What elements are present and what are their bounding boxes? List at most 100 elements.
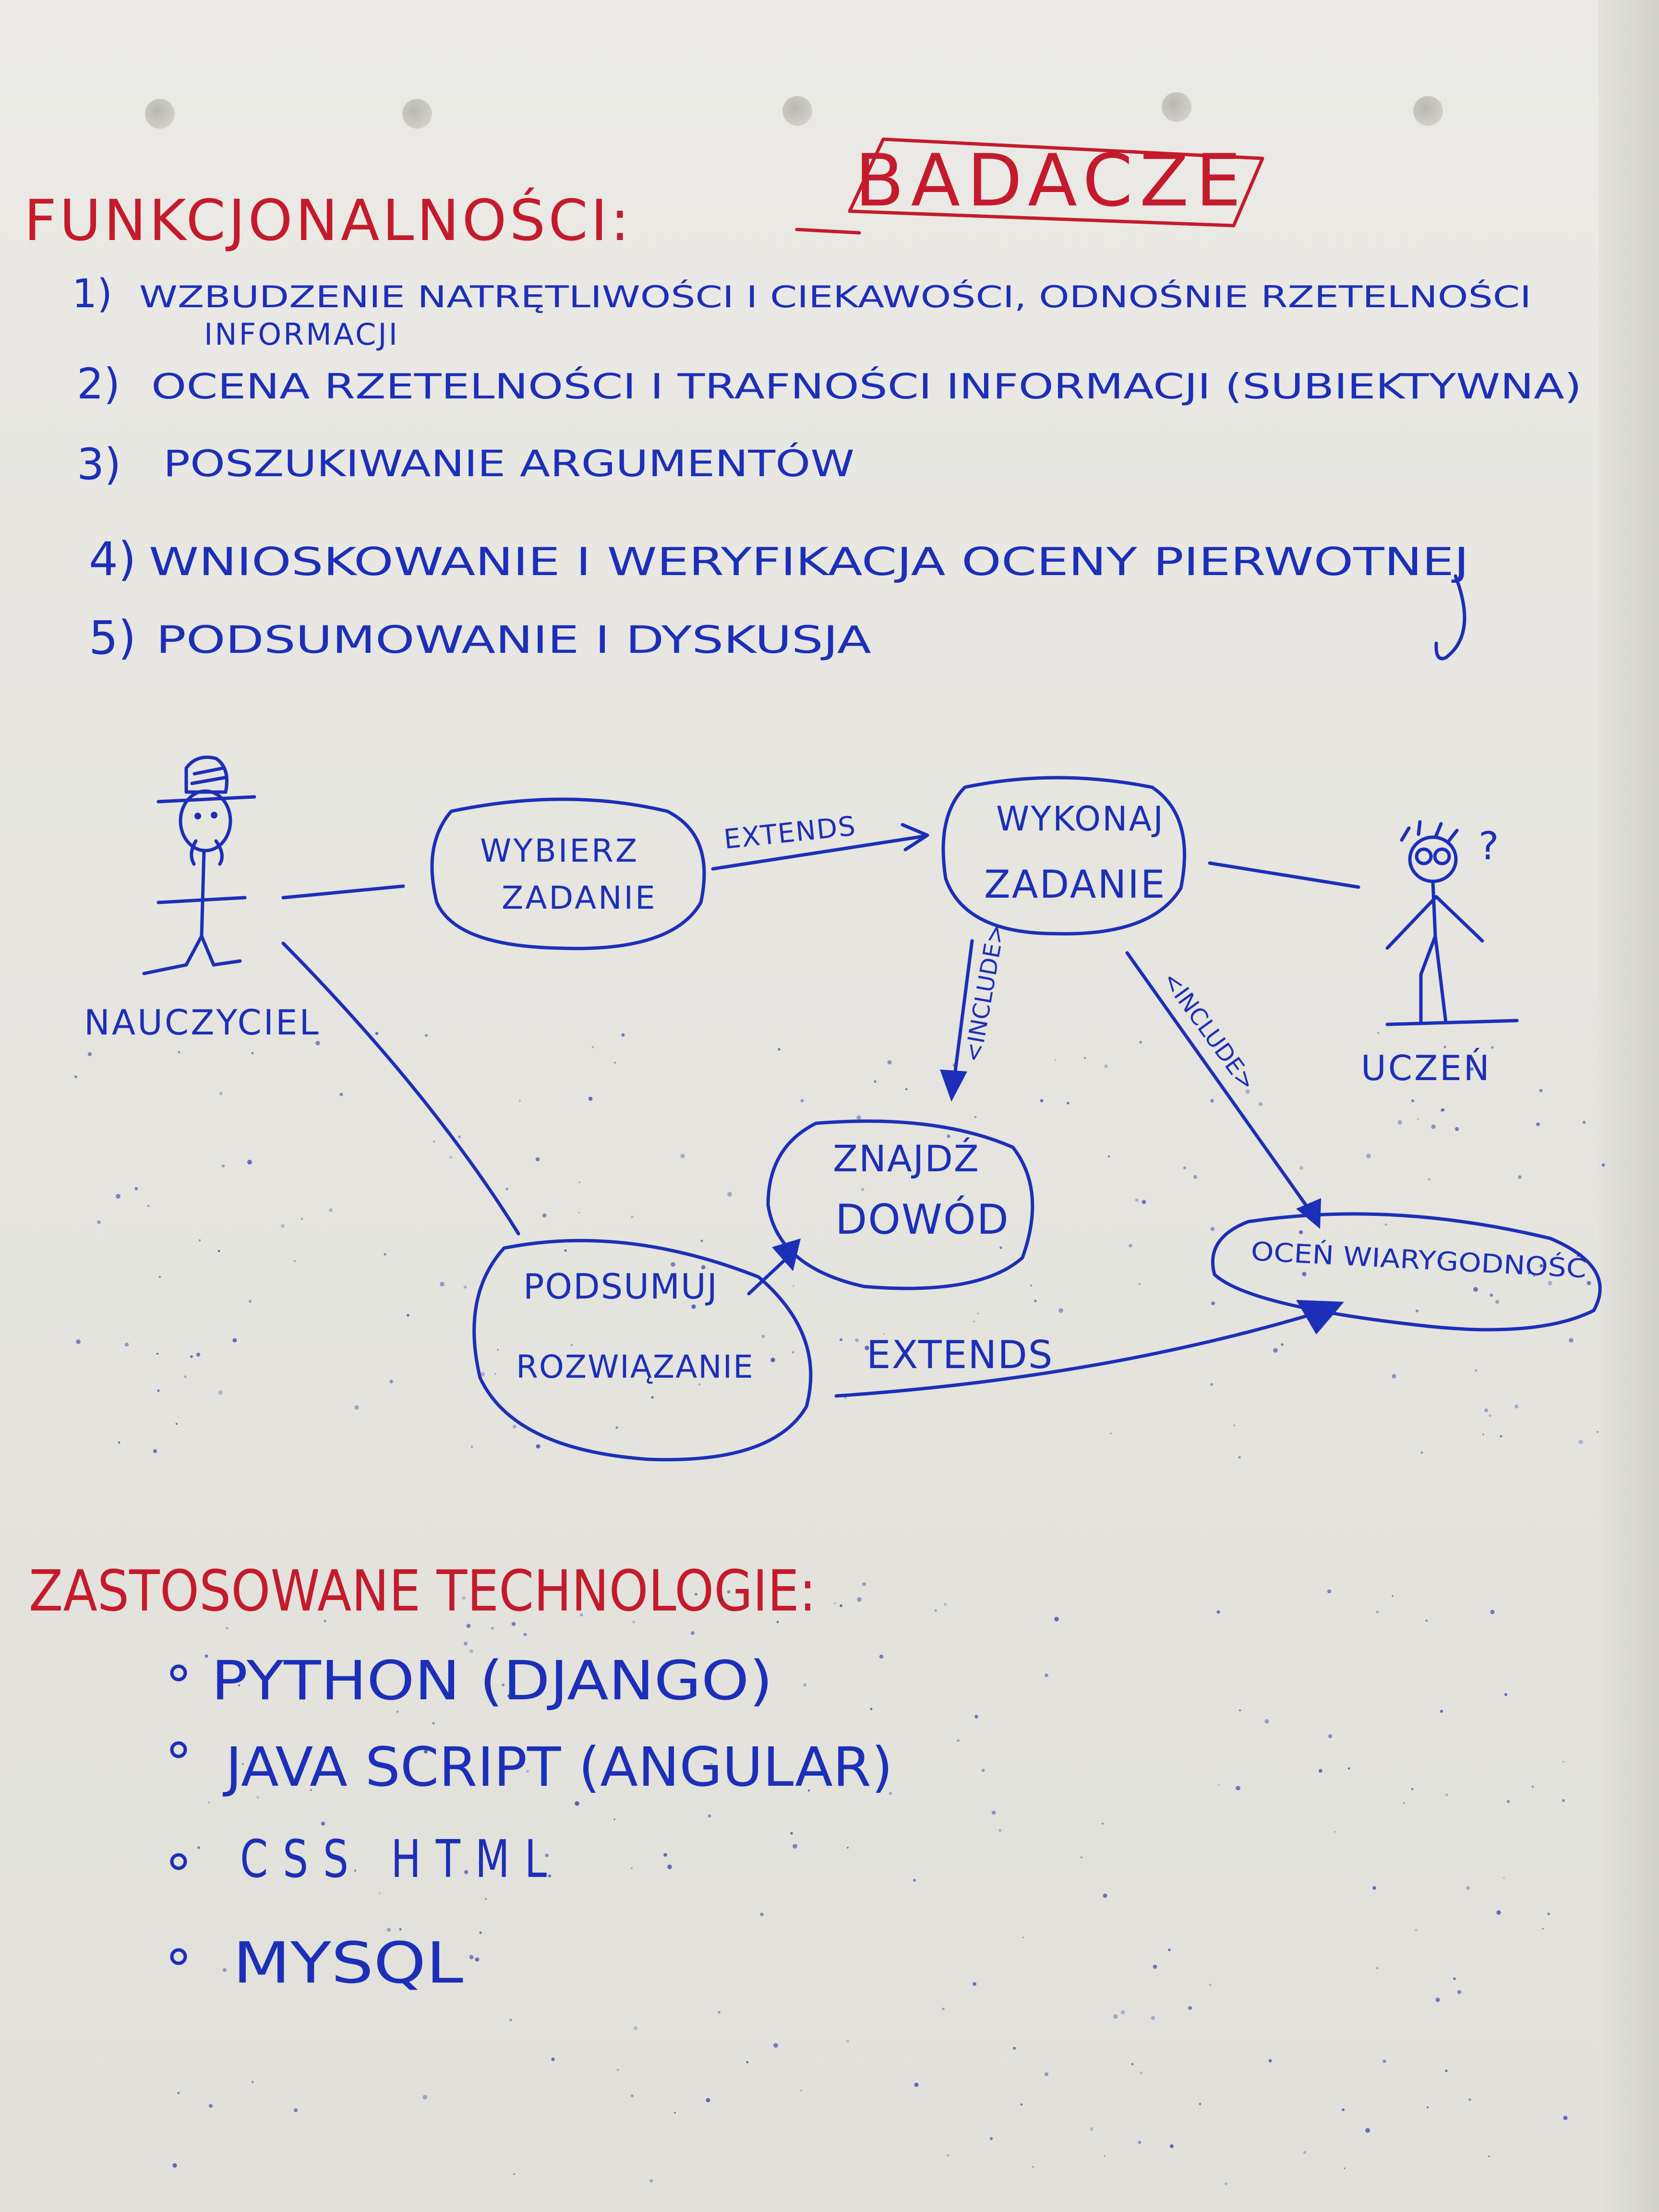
ink-speck [1259,1102,1262,1106]
ink-speck [1218,1784,1220,1786]
ink-speck [440,1282,445,1286]
ink-speck [281,1224,285,1228]
ink-speck [1563,1761,1564,1763]
ink-speck [613,1061,616,1064]
ink-speck [571,1344,573,1346]
ink-speck [1138,1283,1141,1286]
ink-speck [1216,1610,1220,1614]
ink-speck [1334,1831,1336,1833]
ink-speck [1040,1099,1044,1103]
ink-speck [870,1707,873,1710]
ink-speck [470,1445,473,1448]
ink-speck [469,1649,474,1654]
ink-speck [674,2112,676,2114]
ink-speck [615,1426,618,1429]
ink-speck [354,1405,359,1410]
ink-speck [1104,2155,1106,2157]
ink-speck [957,1739,960,1742]
ink-speck [1531,1785,1534,1788]
use-case-label: OCEŃ WIARYGODNOŚĆ [1250,1236,1587,1284]
ink-speck [1236,1786,1240,1791]
bullet-icon [170,1853,187,1870]
include-arrow-right [1125,951,1320,1224]
ink-speck [1582,1120,1586,1124]
ink-speck [124,1342,129,1347]
ink-speck [177,2092,180,2094]
punch-hole [402,99,432,129]
ink-speck [1440,1709,1443,1713]
ink-speck [1411,1099,1415,1103]
ink-speck [944,1603,947,1606]
ink-speck [535,1157,540,1162]
ink-speck [1392,1595,1394,1597]
ink-speck [1302,1272,1307,1276]
ink-speck [1142,1200,1146,1204]
function-item-text: POSZUKIWANIE ARGUMENTÓW [163,442,854,485]
ink-speck [1170,2144,1174,2148]
ink-speck [1514,1404,1519,1409]
ink-speck [87,1052,92,1057]
ink-speck [1536,1122,1540,1126]
ink-speck [384,1253,386,1256]
ink-speck [1067,1102,1070,1105]
ink-speck [667,1864,672,1869]
ink-speck [242,1763,244,1765]
ink-speck [1140,2071,1142,2074]
ink-speck [1328,1734,1333,1739]
ink-speck [631,1215,634,1218]
association-teacher-summarize [281,941,520,1236]
ink-speck [790,1832,793,1835]
ink-speck [204,1654,208,1658]
ink-speck [153,1449,157,1453]
ink-speck [1273,1348,1278,1353]
ink-speck [76,1339,81,1344]
ink-speck [118,1441,120,1444]
ink-speck [116,1194,120,1199]
ink-speck [1281,1343,1284,1346]
association-student-do-task [1208,861,1360,889]
ink-speck [1377,1032,1379,1034]
ink-speck [1435,1997,1440,2002]
ink-speck [632,1621,635,1623]
function-number: 4) [89,532,136,586]
ink-speck [256,1963,259,1966]
ink-speck [833,1602,836,1605]
ink-speck [299,1673,304,1678]
sheet-edge [1599,0,1659,2212]
ink-speck [588,1096,593,1101]
ink-speck [479,1862,481,1865]
ink-speck [294,1260,296,1262]
ink-speck [497,1349,499,1351]
ink-speck [247,1160,252,1165]
ink-speck [1490,1610,1495,1614]
ink-speck [745,1604,747,1606]
ink-speck [1022,1936,1024,1938]
ink-speck [613,1818,615,1820]
use-case-label: WYKONAJ [996,799,1165,839]
ink-speck [793,1844,797,1849]
ink-speck [536,1444,541,1449]
ink-speck [1188,2006,1192,2010]
ink-speck [1569,1338,1574,1343]
ink-speck [190,1355,193,1358]
ink-speck [989,2137,993,2140]
use-case-label: WYBIERZ [480,832,639,869]
ink-speck [464,1870,469,1875]
ink-speck [576,1296,580,1299]
ink-speck [1490,1293,1493,1297]
use-case-label: DOWÓD [835,1195,1010,1244]
student-label: UCZEŃ [1361,1048,1491,1088]
ink-speck [862,1582,866,1586]
ink-speck [1415,1929,1418,1932]
technology-item: CSS HTML [240,1829,562,1889]
extends-arrow-bottom [834,1309,1327,1398]
ink-speck [844,1396,847,1399]
ink-speck [1193,1175,1197,1179]
ink-speck [914,2082,919,2087]
ink-speck [433,1141,435,1142]
ink-speck [548,1875,551,1877]
ink-speck [1299,1166,1304,1170]
ink-speck [1453,1977,1456,1980]
ink-speck [746,2061,749,2064]
ink-speck [1225,2182,1227,2185]
